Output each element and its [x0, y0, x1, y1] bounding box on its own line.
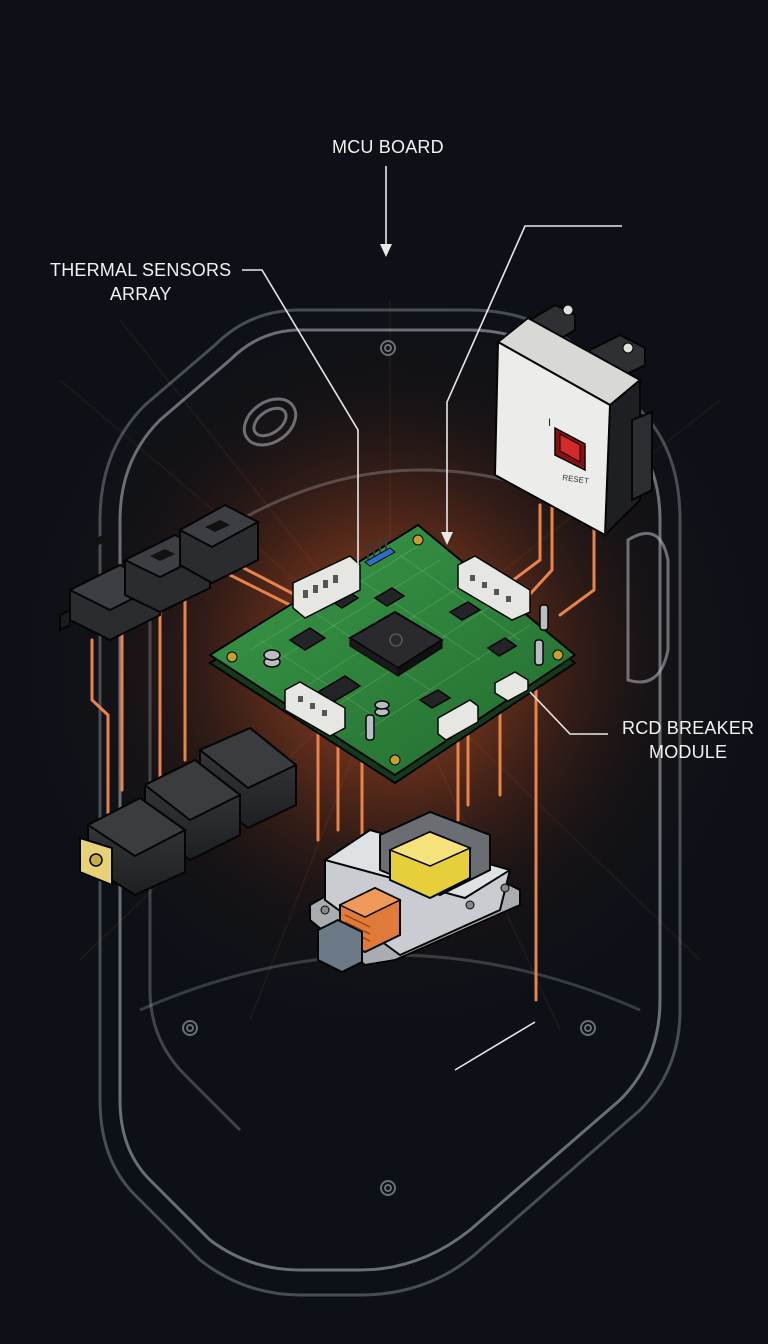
thermal-sensor-connectors: [59, 503, 261, 642]
leader-lines: [242, 166, 622, 1071]
thermal-sensors-label-line1: THERMAL SENSORS: [50, 260, 232, 280]
top-right-arrowhead: [441, 532, 453, 545]
reset-button: [559, 433, 581, 463]
mcu-pcb: [208, 523, 577, 785]
rcd-switch-mark: I: [548, 417, 551, 429]
pcb-connector-top-right: [457, 555, 531, 621]
relay-blocks: [79, 726, 298, 897]
rcd-breaker-label: RCD BREAKER MODULE: [622, 716, 754, 764]
mcu-board-arrowhead: [380, 244, 392, 257]
enclosure-screw-holes: [182, 340, 596, 1196]
mcu-board-label: MCU BOARD: [332, 137, 444, 157]
rcd-breaker-module: I RESET: [493, 303, 653, 538]
rcd-reset-text: RESET: [562, 473, 590, 486]
top-right-leader-line: [446, 225, 622, 535]
rcd-breaker-label-line1: RCD BREAKER: [622, 718, 755, 738]
thermal-leader-line: [242, 269, 359, 578]
thermal-sensors-label-line2: ARRAY: [109, 284, 172, 304]
rcd-breaker-label-line2: MODULE: [649, 742, 728, 762]
pcb-connector-bottom-right: [437, 699, 479, 741]
rcd-leader-line: [529, 691, 608, 735]
power-supply-module: [309, 810, 521, 974]
thermal-sensors-label: THERMAL SENSORS ARRAY: [50, 258, 231, 306]
bottom-leader-line: [454, 1021, 536, 1071]
